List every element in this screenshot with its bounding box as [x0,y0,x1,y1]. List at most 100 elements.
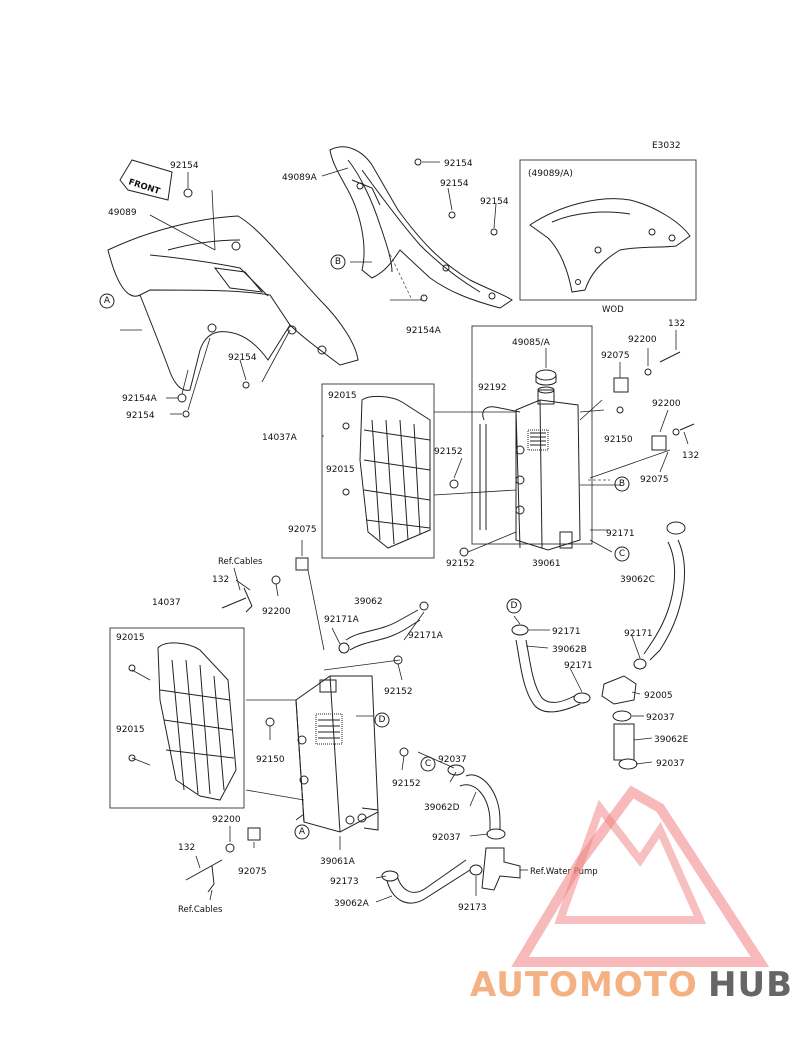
part-label: 49089A [282,173,318,183]
part-label: 92152 [446,559,475,569]
circle-ref-a-left: A [294,824,310,840]
diagram-code: E3032 [652,141,681,151]
svg-text:C: C [425,759,431,769]
part-label: 92152 [434,447,463,457]
ref-cables-top: Ref.Cables [218,557,263,567]
part-label: 92152 [384,687,413,697]
part-label: 14037A [262,433,298,443]
part-label: 132 [212,575,229,585]
part-label: 39061A [320,857,356,867]
hose-39062 [345,609,421,651]
hose-39062a [385,859,471,904]
cap-box [471,325,593,545]
fasteners [128,158,695,893]
part-label: 92037 [438,755,467,765]
part-label: 92154A [122,394,158,404]
radiator-cap [535,369,557,386]
part-label: 92015 [328,391,357,401]
part-label: 92173 [458,903,487,913]
part-label: 92171 [624,629,653,639]
part-label: 92154 [440,179,469,189]
part-label: 92075 [288,525,317,535]
part-label: 92015 [116,633,145,643]
radiator-grille-right [359,395,431,549]
part-labels: 92154 49089 49089A 92154 92154 92154 921… [108,159,699,913]
circle-ref-d-left: D [374,712,390,728]
radiator-left [295,675,379,833]
hose-39062e [613,723,635,761]
hose-39062d [459,774,501,832]
part-label: 39062A [334,899,370,909]
svg-text:A: A [299,827,306,837]
leader-lines [120,161,689,903]
part-label: 92037 [656,759,685,769]
svg-text:B: B [335,257,341,267]
part-label: 92154 [480,197,509,207]
svg-text:B: B [619,479,625,489]
part-label: 92171A [408,631,444,641]
part-label: 92171 [606,529,635,539]
part-label: 92171A [324,615,360,625]
hose-39062c [643,539,685,661]
joint-92005 [601,675,637,705]
part-label: 132 [682,451,699,461]
part-label: 92154 [170,161,199,171]
radiator-grille-left [157,642,237,801]
inset-box: (49089/A) WOD [519,159,697,315]
svg-text:D: D [379,715,386,725]
part-label: 92037 [432,833,461,843]
part-label: 49085/A [512,338,551,348]
grille-box-bottom [109,627,245,809]
part-label: 39062 [354,597,383,607]
svg-text:D: D [511,601,518,611]
part-label: 92005 [644,691,673,701]
circle-ref-d-right: D [506,598,522,614]
part-label: 39062C [620,575,655,585]
part-label: 92171 [552,627,581,637]
ref-cables-bottom: Ref.Cables [178,905,223,915]
part-label: 92015 [326,465,355,475]
part-label: 132 [668,319,685,329]
part-label: 92152 [392,779,421,789]
part-label: 92075 [640,475,669,485]
part-label: 92154 [444,159,473,169]
part-label: 49089 [108,208,137,218]
circle-ref-b-right: B [614,476,630,492]
circle-ref-c-right: C [614,546,630,562]
part-label: 39062B [552,645,587,655]
part-label: 39062D [424,803,460,813]
grille-box-top [321,383,435,559]
svg-text:C: C [619,549,625,559]
part-label: 92173 [330,877,359,887]
ref-water-pump: Ref.Water Pump [530,867,598,877]
part-label: 39062E [654,735,689,745]
reference-dashed-lines [387,249,610,481]
overflow-hose [482,406,521,421]
part-label: 92150 [256,755,285,765]
radiator-shroud-right [329,146,513,309]
part-label: 92037 [646,713,675,723]
part-label: 92192 [478,383,507,393]
radiator-right [515,386,581,551]
part-label: 39061 [532,559,561,569]
part-label: 92150 [604,435,633,445]
part-label: 92154 [126,411,155,421]
part-label: 132 [178,843,195,853]
hose-39062b [515,639,581,713]
front-arrow: FRONT [119,159,173,201]
circle-ref-a-top: A [99,293,115,309]
svg-text:A: A [104,296,111,306]
inset-caption: WOD [602,305,624,315]
watermark-text-2: HUB [708,965,793,1005]
part-label: 92154A [406,326,442,336]
watermark-logo [511,785,770,967]
part-label: 92171 [564,661,593,671]
part-label: 92200 [628,335,657,345]
circle-ref-b-top: B [330,254,346,270]
part-label: 92015 [116,725,145,735]
part-label: 92200 [212,815,241,825]
part-label: 92200 [652,399,681,409]
part-label: 92200 [262,607,291,617]
part-label: 92154 [228,353,257,363]
